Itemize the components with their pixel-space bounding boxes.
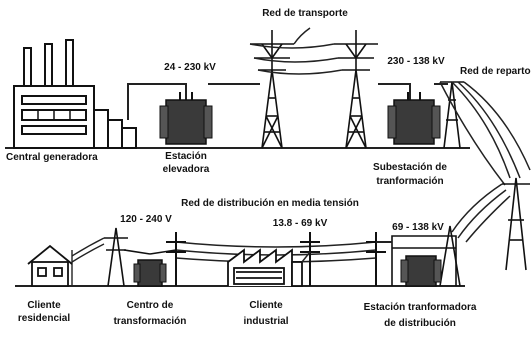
substation-label-1: Subestación de <box>373 162 447 173</box>
voltage-substation-label: 230 - 138 kV <box>387 56 445 67</box>
generating-plant-icon <box>13 39 137 149</box>
voltage-distribution-label: 69 - 138 kV <box>392 222 444 233</box>
residential-house-icon <box>27 244 73 287</box>
industrial-client-label-1: Cliente <box>249 300 283 311</box>
distribution-station-label-2: de distribución <box>384 318 456 329</box>
reparto-to-distribution-lines <box>451 183 511 243</box>
step-up-station-label-2: elevadora <box>162 164 210 175</box>
mv-pole-middle <box>300 232 320 286</box>
distribution-transformer-icon <box>400 255 442 287</box>
voltage-step-up-label: 24 - 230 kV <box>164 62 216 73</box>
plant-window-marks <box>37 110 71 120</box>
transmission-conductors <box>249 27 343 75</box>
distribution-station-label-1: Estación tranformadora <box>363 302 477 313</box>
industrial-client-label-2: industrial <box>243 316 289 327</box>
transmission-tower-2 <box>334 30 378 149</box>
mv-pole-left <box>166 232 186 286</box>
pole-to-factory-line <box>301 251 311 263</box>
transformation-center-label-1: Centro de <box>126 300 174 311</box>
transformation-center-frame <box>104 227 177 287</box>
service-drop-line <box>71 237 105 286</box>
transformation-center-label-2: transformación <box>113 316 187 327</box>
distribution-net-label: Red de reparto <box>460 66 531 77</box>
reparto-tower <box>502 177 530 271</box>
voltage-low-label: 120 - 240 V <box>120 214 172 225</box>
voltage-medium-label: 13.8 - 69 kV <box>272 218 328 229</box>
substation-label-2: tranformación <box>376 176 444 187</box>
industrial-factory-icon <box>227 248 303 287</box>
transport-network-label: Red de transporte <box>262 8 348 19</box>
residential-client-label-2: residencial <box>17 313 71 324</box>
center-transformer-icon <box>133 259 167 287</box>
transmission-tower-1 <box>250 30 294 149</box>
reparto-lines <box>439 81 531 186</box>
medium-voltage-network-label: Red de distribución en media tensión <box>181 198 359 209</box>
distribution-station-frame <box>391 225 461 287</box>
step-up-transformer-icon <box>159 92 213 145</box>
tower-to-substation-line <box>378 83 411 100</box>
plant-to-stepup-line <box>127 83 187 120</box>
generating-plant-label: Central generadora <box>6 152 98 163</box>
residential-client-label-1: Cliente <box>27 300 61 311</box>
substation-transformer-icon <box>387 92 441 145</box>
step-up-station-label-1: Estación <box>165 151 207 162</box>
